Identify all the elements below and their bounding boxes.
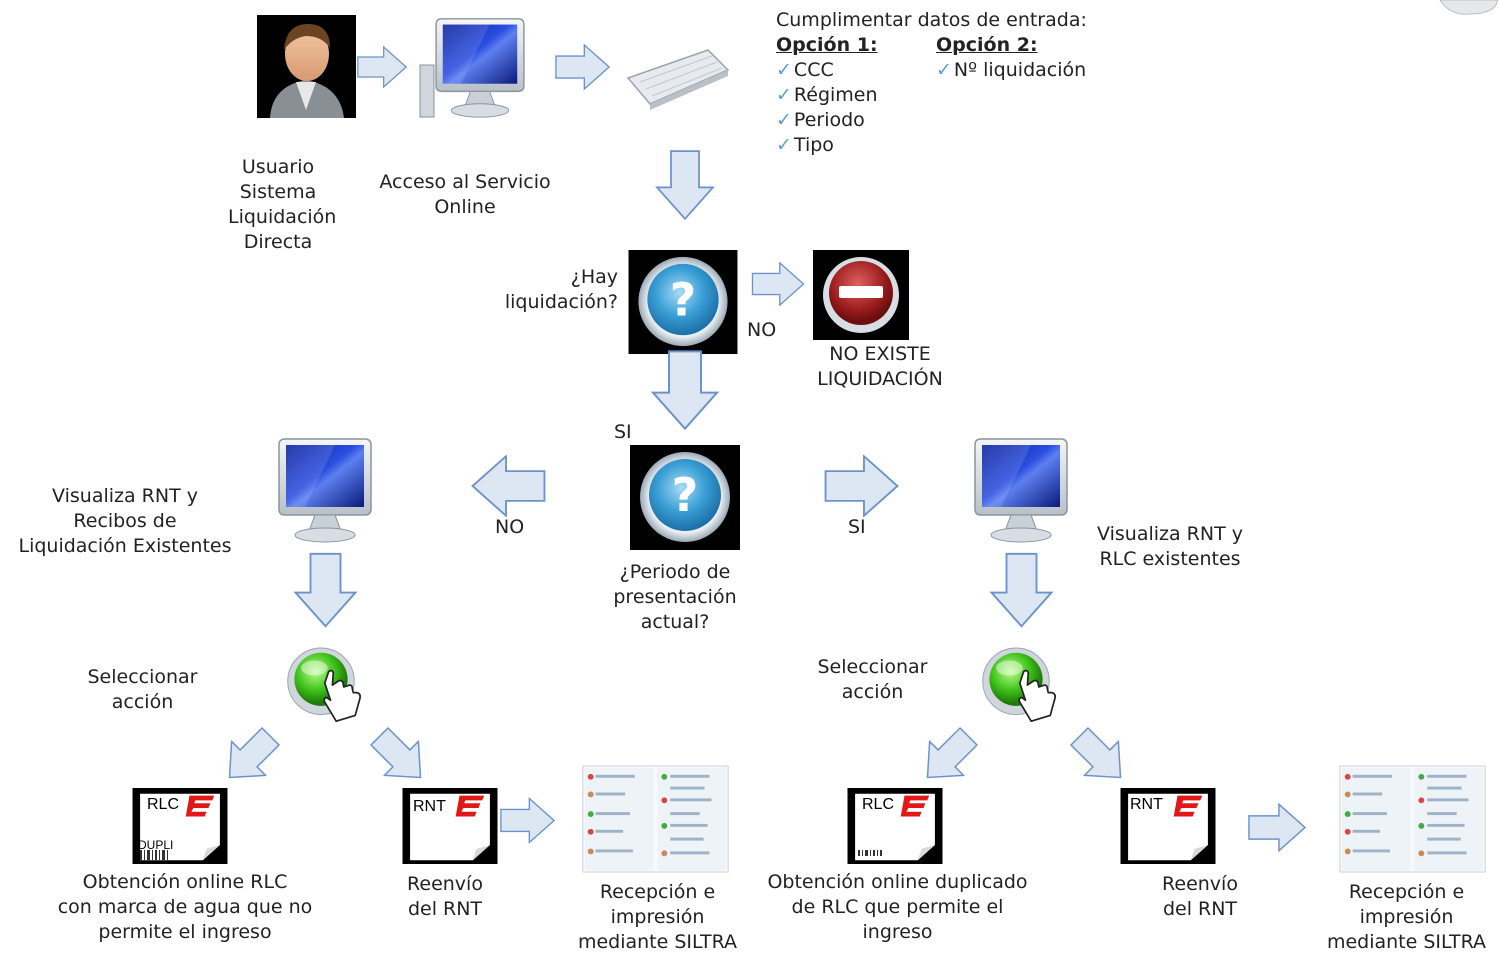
option1-item: ✓Régimen (776, 84, 878, 106)
rlc-caption: RLC (862, 796, 895, 813)
si-label-1: SI (614, 421, 632, 443)
arrow-icon (294, 552, 357, 628)
computer-icon (419, 18, 525, 118)
dupli-caption: DUPLI (138, 838, 174, 852)
arrow-icon (500, 797, 555, 844)
barcode (140, 850, 882, 860)
question-icon (630, 445, 740, 550)
monitor-icon (974, 438, 1068, 543)
check-icon: ✓ (776, 59, 792, 81)
option1-block: Opción 1: ✓CCC ✓Régimen ✓Periodo ✓Tipo (776, 33, 878, 158)
siltra-screen-icon (582, 765, 729, 873)
arrow-icon (823, 455, 900, 517)
si-label-2: SI (848, 516, 866, 538)
siltra-screen-icon (1339, 765, 1486, 873)
monitor-icon (278, 438, 372, 543)
rnt-caption: RNT (413, 798, 446, 815)
green-button-icon (981, 647, 1057, 723)
option2-header: Opción 2: (936, 34, 1038, 56)
arrow-icon (651, 350, 719, 430)
input-title: Cumplimentar datos de entrada: (776, 9, 1087, 31)
user-icon (257, 15, 356, 118)
option1-item: ✓Periodo (776, 109, 865, 131)
stop-icon (813, 250, 909, 340)
question-icon (628, 250, 738, 354)
green-button-icon (286, 647, 362, 723)
arrow-icon (1248, 803, 1306, 852)
arrow-icon (357, 46, 407, 88)
rnt-caption: RNT (1130, 796, 1163, 813)
option2-item: ✓Nº liquidación (936, 59, 1087, 81)
option1-item: ✓Tipo (776, 134, 834, 156)
arrow-icon (555, 44, 610, 90)
check-icon: ✓ (776, 84, 792, 106)
arrow-icon (1061, 718, 1139, 796)
arrow-icon (470, 455, 547, 517)
keyboard-icon (626, 49, 730, 110)
rlc-caption: RLC (147, 796, 180, 813)
no-label-2: NO (495, 516, 525, 538)
check-icon: ✓ (936, 59, 952, 81)
arrow-icon (751, 262, 805, 306)
option1-header: Opción 1: (776, 34, 878, 56)
cloud-icon (1439, 0, 1498, 15)
no-label-1: NO (747, 319, 777, 341)
check-icon: ✓ (776, 134, 792, 156)
input-panel: Cumplimentar datos de entrada: (776, 8, 1087, 33)
arrow-icon (655, 150, 715, 220)
option1-item: ✓CCC (776, 59, 834, 81)
arrow-icon (211, 718, 289, 796)
arrow-icon (361, 718, 439, 796)
arrow-icon (990, 552, 1053, 628)
check-icon: ✓ (776, 109, 792, 131)
option2-block: Opción 2: ✓Nº liquidación (936, 33, 1086, 83)
arrow-icon (909, 718, 987, 796)
